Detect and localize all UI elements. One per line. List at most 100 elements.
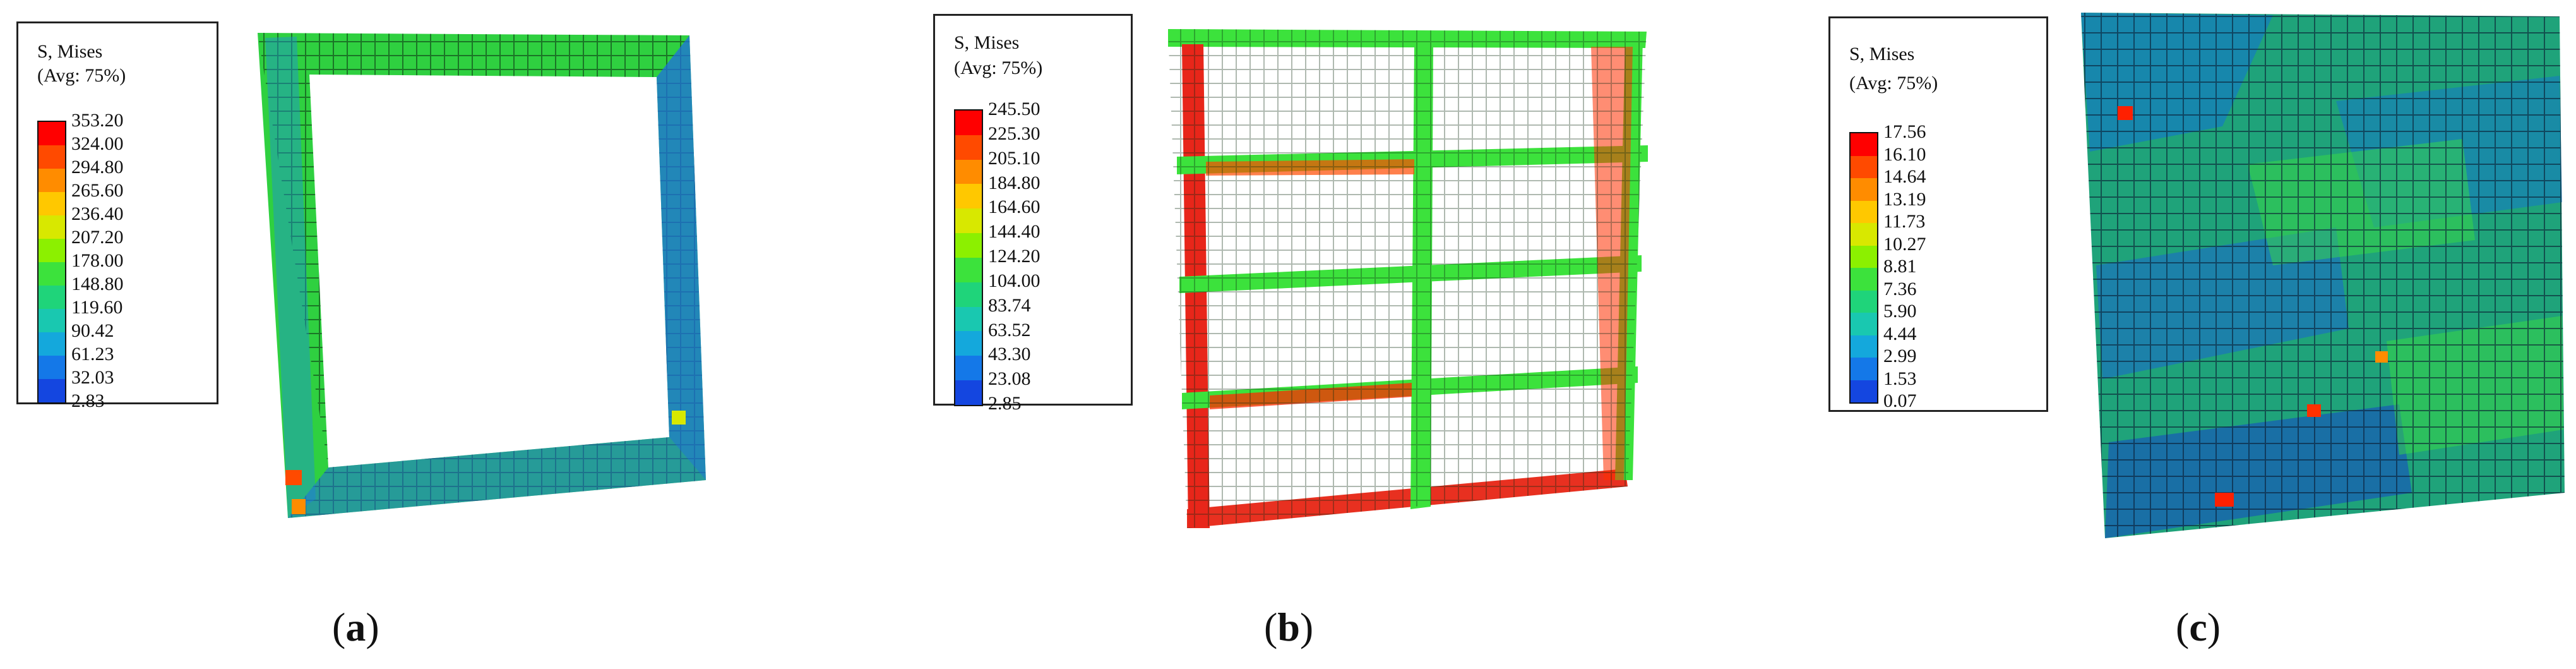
color-segment [1851,223,1877,246]
hotspot-a-3 [672,411,686,425]
legend-value: 17.56 [1883,121,1926,142]
color-segment [955,306,982,332]
frame-b-mesh [1168,29,1647,528]
color-segment [955,135,982,160]
hotspot-c-2 [2307,404,2321,417]
legend-value: 13.19 [1883,188,1926,210]
legend-value: 265.60 [71,180,124,201]
legend-value: 225.30 [988,123,1041,144]
color-segment [1851,335,1877,358]
legend-value: 353.20 [71,110,124,131]
color-segment [1851,358,1877,380]
legend-value: 11.73 [1883,211,1926,232]
model-a-frame [258,33,706,518]
color-segment [955,208,982,234]
legend-value: 184.80 [988,172,1041,193]
legend-value: 61.23 [71,344,114,365]
legend-value: 14.64 [1883,166,1926,187]
frame-a-bottom-blue [288,437,706,518]
color-segment [1851,155,1877,178]
color-segment [39,239,65,262]
color-segment [955,331,982,356]
panel-label-a: (a) [332,605,379,649]
frame-a-opening [309,75,669,467]
legend-subtitle: (Avg: 75%) [954,57,1043,78]
legend-value: 90.42 [71,320,114,341]
color-scale-bar [1849,132,1878,404]
color-segment [1851,290,1877,313]
color-segment [39,356,65,379]
color-segment [39,192,65,215]
color-segment [39,332,65,356]
legend-value: 5.90 [1883,301,1917,322]
color-scale-bar [954,109,983,406]
legend-value: 2.99 [1883,346,1917,366]
legend-value: 178.00 [71,250,124,271]
color-segment [39,262,65,286]
legend-value: 43.30 [988,344,1031,365]
legend-value: 205.10 [988,147,1041,169]
color-segment [955,111,982,135]
color-segment [39,169,65,192]
legend-title: S, Mises [37,41,103,62]
hotspot-c-4 [2215,493,2234,507]
legend-value: 83.74 [988,294,1031,316]
model-c-plate [2081,13,2565,538]
legend-value: 16.10 [1883,143,1926,165]
color-segment [955,159,982,184]
legend-value: 4.44 [1883,323,1917,344]
color-segment [39,309,65,332]
color-segment [1851,245,1877,268]
legend-value: 2.85 [988,393,1022,414]
legend-value: 245.50 [988,99,1041,119]
legend-value: 148.80 [71,274,124,294]
panel-letter-b: b [1277,605,1300,649]
color-segment [1851,380,1877,402]
color-segment [39,145,65,169]
legend-value: 104.00 [988,270,1041,291]
legend-value: 7.36 [1883,278,1917,299]
color-scale-bar [37,121,66,404]
color-segment [39,286,65,309]
legend-value: 1.53 [1883,368,1917,389]
legend-value: 119.60 [71,297,123,318]
model-b-grid-frame [1168,29,1648,537]
color-segment [1851,313,1877,335]
color-segment [955,282,982,307]
legend-value: 63.52 [988,319,1031,341]
legend-value: 144.40 [988,221,1041,243]
legend-subtitle: (Avg: 75%) [37,65,126,86]
color-segment [39,379,65,402]
legend-value: 2.83 [71,390,105,411]
panel-label-c: (c) [2176,605,2221,649]
legend-subtitle: (Avg: 75%) [1849,73,1938,93]
frame-a-right-blue [657,35,706,480]
legend-value: 10.27 [1883,233,1926,255]
legend-title: S, Mises [1849,44,1915,64]
legend-value: 164.60 [988,196,1041,218]
color-segment [1851,200,1877,223]
color-segment [39,122,65,145]
legend-value: 294.80 [71,157,124,178]
legend-value: 207.20 [71,227,124,248]
color-segment [955,257,982,282]
color-segment [1851,133,1877,156]
legend-value: 8.81 [1883,256,1917,277]
legend-value: 0.07 [1883,390,1917,411]
legend-value: 324.00 [71,133,124,154]
color-segment [1851,268,1877,291]
legend-value: 124.20 [988,246,1041,267]
hotspot-a-2 [292,499,306,514]
panel-letter-c: c [2189,605,2207,649]
color-segment [39,215,65,239]
legend-value: 32.03 [71,367,114,388]
frame-a-left-blue [265,37,316,518]
color-segment [1851,178,1877,201]
hotspot-c-3 [2375,351,2388,363]
color-segment [955,356,982,381]
